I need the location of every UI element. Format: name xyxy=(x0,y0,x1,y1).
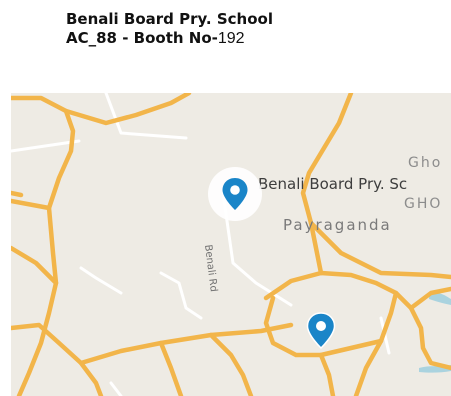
water-body xyxy=(429,292,451,305)
booth-number: 192 xyxy=(217,30,245,47)
place-label-gho-caps: GHO xyxy=(404,196,443,212)
booth-prefix: AC_88 - Booth No- xyxy=(66,29,218,47)
place-label-gho: Gho xyxy=(408,155,443,171)
map-roads-layer xyxy=(11,93,451,396)
header: Benali Board Pry. School AC_88 - Booth N… xyxy=(66,10,273,48)
map-marker-icon xyxy=(208,167,262,221)
school-map-label: Benali Board Pry. Sc xyxy=(258,175,408,193)
major-roads xyxy=(11,93,451,396)
map[interactable]: Gho GHO Payraganda Benali Rd Benali Boar… xyxy=(11,93,451,396)
school-name: Benali Board Pry. School xyxy=(66,10,273,28)
place-label-payraganda: Payraganda xyxy=(283,216,392,234)
map-marker-icon xyxy=(306,312,336,350)
booth-info: AC_88 - Booth No-192 xyxy=(66,29,273,48)
